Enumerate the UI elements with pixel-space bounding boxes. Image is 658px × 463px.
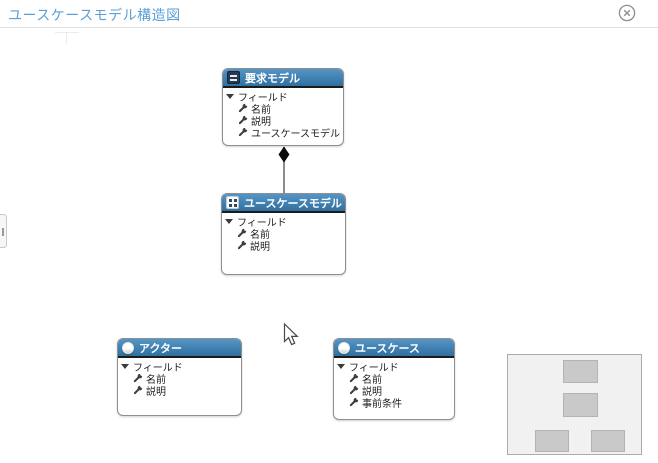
- circle-x-icon: [618, 4, 636, 22]
- page-title: ユースケースモデル構造図: [8, 7, 181, 23]
- filled-diamond-icon[interactable]: [277, 146, 291, 163]
- tree-group-row[interactable]: フィールド: [118, 360, 241, 374]
- node-body: フィールド 名前 説明: [118, 358, 241, 398]
- wrench-icon: [237, 228, 247, 238]
- node-header[interactable]: ユースケース: [334, 339, 454, 358]
- triangle-down-icon[interactable]: [121, 363, 129, 369]
- tree-field-row[interactable]: 説明: [118, 384, 241, 398]
- tree-group-label: フィールド: [238, 92, 288, 104]
- minimap-node-rect: [591, 430, 625, 452]
- triangle-down-icon[interactable]: [337, 363, 345, 369]
- tree-field-label: 名前: [251, 104, 271, 116]
- actor-circle-icon: [122, 341, 134, 354]
- wrench-icon: [349, 373, 359, 383]
- node-title: ユースケースモデル: [244, 197, 342, 210]
- wrench-icon: [238, 115, 248, 125]
- tree-field-label: ユースケースモデル: [251, 128, 340, 140]
- tree-field-row[interactable]: 名前: [223, 102, 343, 116]
- sidebar-collapse-handle[interactable]: [0, 214, 7, 248]
- mouse-cursor-icon: [283, 323, 299, 346]
- node-title: ユースケース: [355, 342, 420, 355]
- wrench-icon: [238, 103, 248, 113]
- node-header[interactable]: 要求モデル: [223, 69, 343, 88]
- minimap-node-rect: [535, 430, 569, 452]
- tree-field-label: 事前条件: [362, 398, 402, 410]
- class-node-actor[interactable]: アクター フィールド 名前 説明: [117, 338, 242, 416]
- node-body: フィールド 名前 説明 ユースケースモデル: [223, 88, 343, 140]
- title-separator: [0, 27, 658, 28]
- wrench-icon: [133, 385, 143, 395]
- composition-edge[interactable]: [283, 147, 285, 193]
- node-header[interactable]: ユースケースモデル: [222, 194, 345, 213]
- card-icon: [227, 71, 240, 84]
- tree-field-label: 説明: [362, 386, 382, 398]
- minimap-node-rect: [563, 393, 598, 417]
- tree-field-row[interactable]: 名前: [334, 372, 454, 386]
- wrench-icon: [349, 397, 359, 407]
- wrench-icon: [238, 127, 248, 137]
- node-header[interactable]: アクター: [118, 339, 241, 358]
- close-button[interactable]: [618, 4, 636, 22]
- canvas-guide-mark: [55, 32, 79, 33]
- tree-field-label: 説明: [146, 386, 166, 398]
- tree-group-row[interactable]: フィールド: [222, 215, 345, 229]
- tree-group-row[interactable]: フィールド: [223, 90, 343, 104]
- tree-field-label: 説明: [251, 116, 271, 128]
- node-body: フィールド 名前 説明: [222, 213, 345, 253]
- node-title: 要求モデル: [245, 72, 300, 85]
- minimap-node-rect: [563, 360, 598, 383]
- tree-field-row[interactable]: 説明: [223, 114, 343, 128]
- model-grid-icon: [226, 196, 239, 209]
- tree-group-label: フィールド: [349, 362, 399, 374]
- usecase-circle-icon: [338, 341, 350, 354]
- wrench-icon: [237, 240, 247, 250]
- node-body: フィールド 名前 説明 事前条件: [334, 358, 454, 410]
- tree-field-label: 説明: [250, 241, 270, 253]
- class-node-usecase-model[interactable]: ユースケースモデル フィールド 名前 説明: [221, 193, 346, 275]
- tree-group-row[interactable]: フィールド: [334, 360, 454, 374]
- class-node-requirement-model[interactable]: 要求モデル フィールド 名前 説明 ユースケースモデル: [222, 68, 344, 146]
- tree-field-row[interactable]: 名前: [222, 227, 345, 241]
- tree-field-row[interactable]: 説明: [334, 384, 454, 398]
- minimap[interactable]: [507, 354, 642, 455]
- tree-group-label: フィールド: [133, 362, 183, 374]
- triangle-down-icon[interactable]: [226, 93, 234, 99]
- tree-field-row[interactable]: ユースケースモデル: [223, 126, 343, 140]
- wrench-icon: [349, 385, 359, 395]
- triangle-down-icon[interactable]: [225, 218, 233, 224]
- class-node-usecase[interactable]: ユースケース フィールド 名前 説明 事前条件: [333, 338, 455, 420]
- tree-field-row[interactable]: 事前条件: [334, 396, 454, 410]
- tree-field-label: 名前: [250, 229, 270, 241]
- canvas-guide-mark: [66, 32, 67, 44]
- tree-field-label: 名前: [146, 374, 166, 386]
- tree-field-row[interactable]: 説明: [222, 239, 345, 253]
- node-title: アクター: [139, 342, 183, 355]
- tree-field-label: 名前: [362, 374, 382, 386]
- wrench-icon: [133, 373, 143, 383]
- tree-field-row[interactable]: 名前: [118, 372, 241, 386]
- tree-group-label: フィールド: [237, 217, 287, 229]
